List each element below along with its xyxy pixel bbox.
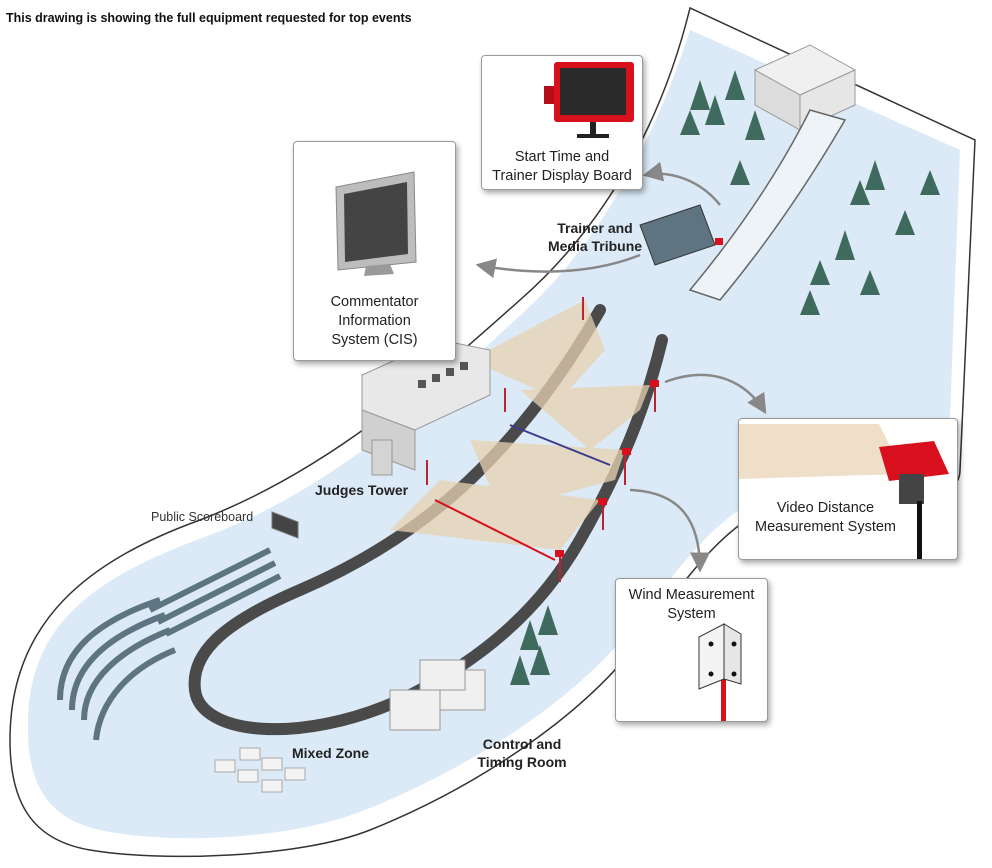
video-text-2: Measurement System: [754, 519, 897, 535]
judges-tower-building: [361, 339, 491, 476]
wind-text-2: System: [667, 606, 716, 622]
label-judges-tower: Judges Tower: [315, 482, 409, 498]
callout-cis: Commentator Information System (CIS): [293, 141, 456, 361]
label-public-scoreboard: Public Scoreboard: [151, 510, 254, 524]
label-trainer-media-tribune: Trainer and Media Tribune: [520, 219, 670, 255]
arrow-to-cis: [475, 253, 641, 279]
camera-heads: [555, 380, 659, 557]
control-timing-line-1: Control and: [482, 736, 562, 752]
wind-text-1: Wind Measurement: [628, 587, 755, 603]
spectator-stands: [57, 547, 282, 741]
label-control-timing-room: Control and Timing Room: [472, 735, 572, 771]
inrun-ramp: [688, 109, 847, 301]
wind-sensor-icon: [698, 623, 742, 721]
video-text-1: Video Distance: [776, 500, 875, 516]
arrow-to-video: [664, 373, 767, 415]
trainer-media-line-2: Media Tribune: [547, 238, 643, 254]
camera-poles: [426, 297, 656, 582]
callout-video-distance: Video Distance Measurement System: [738, 418, 958, 560]
cis-text-3: System (CIS): [331, 332, 418, 348]
trainer-media-line-1: Trainer and: [557, 220, 633, 236]
cis-text-1: Commentator: [330, 294, 419, 310]
video-camera-icon: [739, 424, 949, 559]
measurement-line-blue: [509, 424, 611, 466]
mixed-zone-booths: [214, 747, 306, 793]
callout-start-time-board: Start Time and Trainer Display Board: [481, 55, 643, 190]
arrow-to-wind: [629, 488, 710, 573]
measurement-line-red: [434, 499, 556, 561]
start-time-text-1: Start Time and: [514, 149, 610, 165]
label-mixed-zone: Mixed Zone: [292, 745, 370, 761]
outrun-track: [188, 304, 668, 736]
monitor-icon: [335, 171, 417, 276]
arrow-to-start-board: [642, 161, 721, 206]
trainer-tribune: [639, 204, 723, 266]
diagram-header: This drawing is showing the full equipme…: [6, 11, 412, 25]
callout-wind-measurement: Wind Measurement System: [615, 578, 768, 722]
camera-beams: [390, 300, 650, 550]
display-board-icon: [544, 62, 634, 138]
control-timing-line-2: Timing Room: [477, 754, 567, 770]
start-time-text-2: Trainer Display Board: [492, 168, 632, 184]
trees: [510, 70, 940, 685]
cis-text-2: Information: [338, 313, 411, 329]
public-scoreboard: [271, 511, 299, 539]
snow-surface: [27, 30, 961, 839]
control-timing-building: [389, 659, 486, 731]
